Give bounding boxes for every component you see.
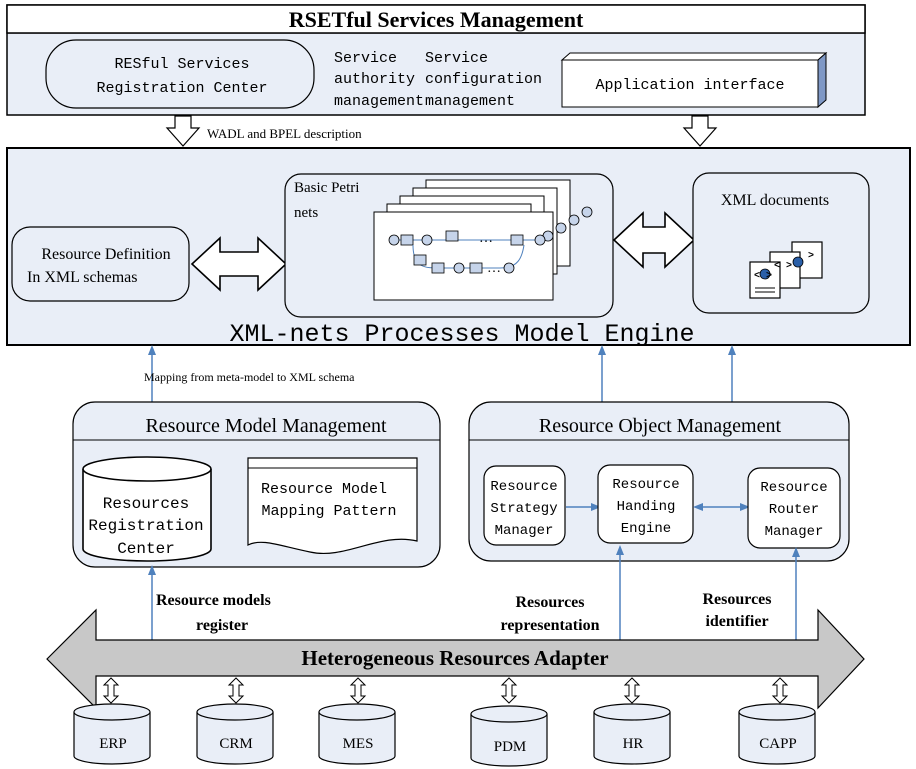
resource-definition-line1: Resource Definition (41, 246, 170, 263)
system-crm: CRM (196, 703, 274, 765)
config-line2: configuration (425, 71, 542, 88)
registry-label-line1: RESful Services (114, 56, 249, 73)
strategy-line1: Resource (490, 479, 557, 495)
petri-nets-label-line2: nets (294, 205, 318, 221)
svg-text:< >: < > (754, 271, 772, 282)
mapping-pattern-document: Resource Model Mapping Pattern (247, 457, 418, 554)
xml-documents-label: XML documents (721, 192, 829, 209)
representation-label: Resources representation (501, 594, 600, 634)
registry-label-line2: Registration Center (96, 80, 267, 97)
petri-ellipsis-top: … (479, 231, 493, 246)
system-pdm-label: PDM (494, 739, 527, 755)
configuration-management-label: Service configuration management (425, 50, 542, 110)
petri-ellipsis-bottom: … (487, 261, 501, 276)
petri-net-stack: … … (373, 179, 593, 301)
reg-center-line3: Center (117, 540, 175, 558)
services-management-title: RSETful Services Management (289, 7, 584, 32)
authority-line3: management (334, 93, 424, 110)
handing-line3: Engine (621, 521, 671, 537)
system-erp-label: ERP (99, 736, 127, 752)
system-capp-label: CAPP (759, 736, 797, 752)
authority-line2: authority (334, 71, 415, 88)
xml-document-icon: < > < > > (749, 241, 823, 299)
system-mes-label: MES (343, 736, 374, 752)
system-arrow-capp (771, 677, 789, 704)
system-crm-label: CRM (219, 736, 252, 752)
hollow-down-arrow-right (682, 115, 718, 147)
strategy-manager-box: Resource Strategy Manager (483, 465, 566, 546)
systems-row: ERP CRM MES PDM HR CAPP (73, 677, 816, 767)
strategy-line3: Manager (495, 523, 554, 539)
handing-engine-box: Resource Handing Engine (597, 464, 694, 544)
system-arrow-mes (349, 677, 367, 704)
handing-line1: Resource (612, 477, 679, 493)
config-line3: management (425, 93, 515, 110)
authority-line1: Service (334, 50, 397, 67)
wadl-bpel-label: WADL and BPEL description (207, 126, 362, 141)
router-line2: Router (769, 502, 819, 518)
config-line1: Service (425, 50, 488, 67)
mapping-pattern-line2: Mapping Pattern (261, 503, 396, 520)
identifier-line2: identifier (705, 613, 768, 630)
router-line3: Manager (765, 524, 824, 540)
adapter-title: Heterogeneous Resources Adapter (301, 646, 608, 670)
system-arrow-erp (102, 677, 120, 704)
restful-services-management-panel: RSETful Services Management RESful Servi… (6, 4, 866, 116)
hollow-down-arrow-left (165, 115, 201, 147)
reg-center-line1: Resources (103, 495, 189, 513)
svg-text:>: > (808, 251, 814, 262)
system-hr: HR (593, 703, 671, 765)
application-interface-label: Application interface (595, 77, 784, 94)
system-hr-label: HR (623, 736, 644, 752)
models-register-line2: register (196, 617, 248, 634)
svg-text:< >: < > (774, 261, 792, 272)
reg-center-line2: Registration (88, 517, 203, 535)
router-line1: Resource (760, 480, 827, 496)
xml-documents-box: XML documents < > < > > (692, 172, 870, 314)
system-arrow-crm (227, 677, 245, 704)
application-interface-box: Application interface (560, 51, 828, 109)
registration-center-box: RESful Services Registration Center (45, 39, 315, 109)
resource-model-management-panel: Resource Model Management Resources Regi… (72, 401, 441, 568)
system-capp: CAPP (738, 703, 816, 765)
xml-nets-engine-panel: Resource Definition In XML schemas Basic… (6, 147, 911, 349)
system-erp: ERP (73, 703, 151, 765)
mapping-label: Mapping from meta-model to XML schema (144, 370, 355, 384)
petri-nets-label-line1: Basic Petri (294, 180, 359, 196)
heterogeneous-adapter-arrow: Heterogeneous Resources Adapter (46, 608, 865, 710)
representation-line1: Resources (515, 594, 584, 611)
system-arrow-hr (623, 677, 641, 704)
resource-object-management-title: Resource Object Management (539, 415, 782, 437)
models-register-label: Resource models register (156, 592, 271, 634)
identifier-line1: Resources (702, 591, 771, 608)
resource-object-management-panel: Resource Object Management Resource Stra… (468, 401, 850, 562)
system-pdm: PDM (470, 705, 548, 767)
router-manager-box: Resource Router Manager (747, 467, 841, 549)
strategy-line2: Strategy (490, 501, 557, 517)
system-mes: MES (318, 703, 396, 765)
resource-definition-line2: In XML schemas (27, 269, 138, 286)
mapping-pattern-line1: Resource Model (261, 481, 387, 498)
resource-model-management-title: Resource Model Management (145, 415, 386, 437)
handing-line2: Handing (617, 499, 676, 515)
models-register-line1: Resource models (156, 592, 271, 609)
engine-title: XML-nets Processes Model Engine (229, 320, 694, 349)
representation-line2: representation (501, 617, 600, 634)
identifier-label: Resources identifier (702, 591, 771, 630)
petri-nets-box: Basic Petri nets … (284, 173, 614, 318)
resource-definition-box: Resource Definition In XML schemas (11, 226, 190, 302)
authority-management-label: Service authority management (334, 50, 424, 110)
registration-center-cylinder: Resources Registration Center (82, 456, 212, 562)
system-arrow-pdm (500, 677, 518, 704)
